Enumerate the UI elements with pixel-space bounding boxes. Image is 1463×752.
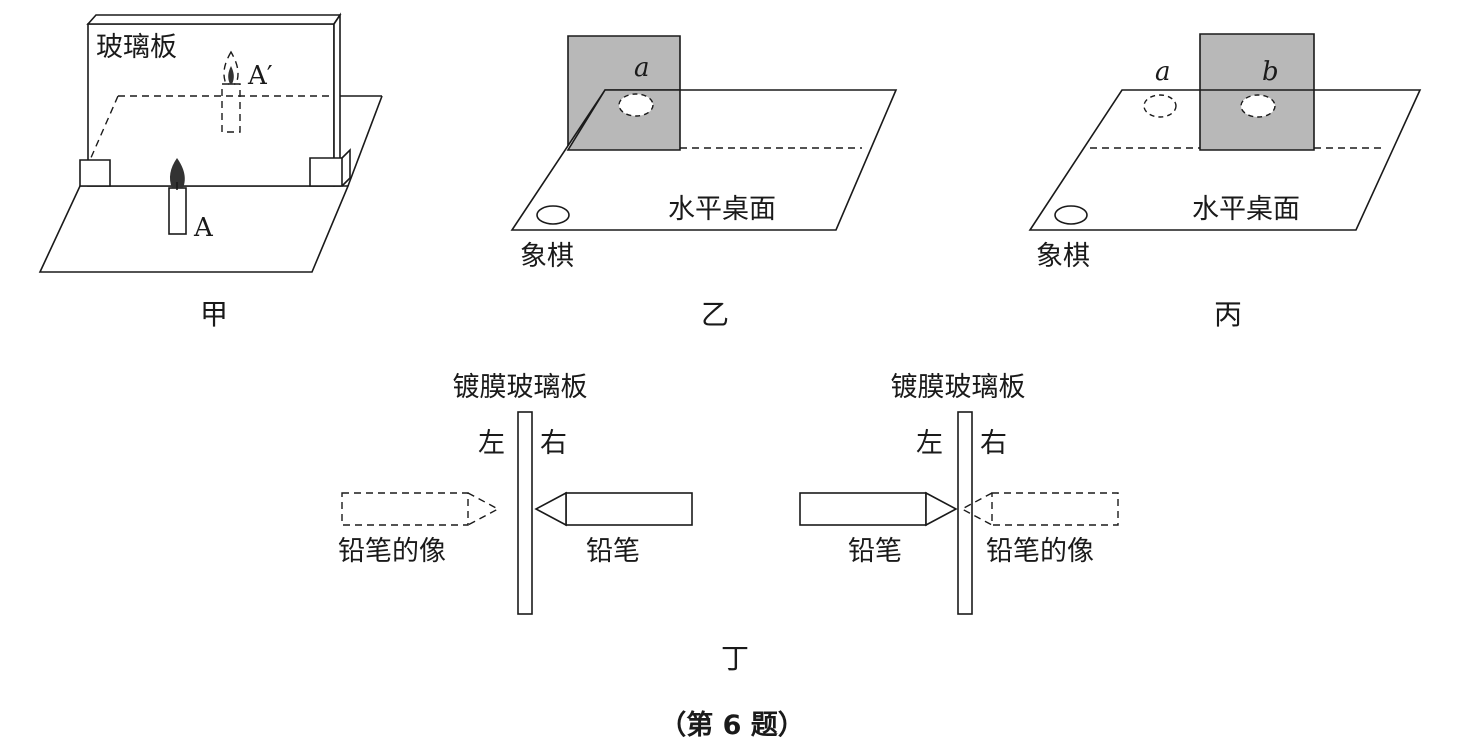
- bing-table-label: 水平桌面: [1192, 194, 1300, 225]
- yi-table-label: 水平桌面: [668, 194, 776, 225]
- ding-left-pencil-image-tip: [467, 492, 500, 526]
- jia-candle-flame: [169, 158, 185, 188]
- ding-left-glass-label: 镀膜玻璃板: [453, 372, 588, 403]
- bing-marker-b: [1240, 94, 1276, 118]
- ding-left-pencil-image-body: [341, 492, 469, 526]
- question-caption: （第 6 题）: [659, 709, 805, 741]
- jia-candle-label: A: [193, 213, 214, 243]
- ding-right-pencil-image-body: [991, 492, 1119, 526]
- ding-right-pencil-label: 铅笔: [848, 536, 902, 567]
- bing-screen: [1199, 33, 1315, 151]
- jia-glass-label: 玻璃板: [96, 32, 177, 63]
- ding-right-left-label: 左: [916, 428, 943, 459]
- yi-piece-label: 象棋: [520, 241, 574, 272]
- jia-table-right-edge: [347, 95, 383, 187]
- ding-left-pencil-tip: [534, 491, 567, 527]
- jia-image-candle: [221, 83, 241, 133]
- ding-caption: 丁: [721, 642, 749, 675]
- jia-candle: [168, 187, 187, 235]
- jia-image-label: A′: [247, 61, 273, 91]
- jia-image-flame-core: [228, 66, 234, 84]
- yi-caption: 乙: [701, 298, 729, 331]
- ding-left-right-label: 右: [540, 428, 567, 459]
- ding-left-glass-plate: [517, 411, 533, 615]
- bing-caption: 丙: [1214, 298, 1242, 331]
- jia-support-right: [309, 157, 343, 187]
- figure-jia: 玻璃板 A′ A 甲: [38, 12, 383, 331]
- ding-left-left-label: 左: [478, 428, 505, 459]
- bing-marker-b-label: b: [1262, 57, 1279, 87]
- figure-bing: a b 水平桌面 象棋 丙: [1028, 33, 1422, 331]
- jia-support-right-side: [341, 148, 351, 187]
- yi-chess-piece: [536, 205, 570, 225]
- bing-chess-piece: [1054, 205, 1088, 225]
- ding-right-image-label: 铅笔的像: [986, 536, 1094, 567]
- ding-left-pencil-label: 铅笔: [586, 536, 640, 567]
- figure-ding-right: 镀膜玻璃板 左 右 铅笔 铅笔的像: [799, 372, 1119, 615]
- bing-piece-label: 象棋: [1036, 241, 1090, 272]
- ding-right-pencil-tip: [925, 491, 958, 527]
- ding-right-right-label: 右: [980, 428, 1007, 459]
- figure-yi: a 水平桌面 象棋 乙: [510, 35, 898, 331]
- bing-table-plane: [1028, 89, 1422, 231]
- ding-right-pencil-body: [799, 492, 927, 526]
- ding-right-glass-label: 镀膜玻璃板: [891, 372, 1026, 403]
- figure-ding-left: 镀膜玻璃板 左 右 铅笔的像 铅笔: [338, 372, 693, 615]
- jia-support-left: [79, 159, 111, 187]
- jia-caption: 甲: [200, 298, 228, 331]
- ding-left-pencil-body: [565, 492, 693, 526]
- yi-marker-a-label: a: [634, 53, 650, 83]
- ding-right-glass-plate: [957, 411, 973, 615]
- jia-glass-plate-top: [86, 14, 342, 25]
- bing-marker-a: [1143, 94, 1177, 118]
- bing-marker-a-label: a: [1155, 57, 1171, 87]
- yi-marker-a: [618, 93, 654, 117]
- ding-left-image-label: 铅笔的像: [338, 536, 446, 567]
